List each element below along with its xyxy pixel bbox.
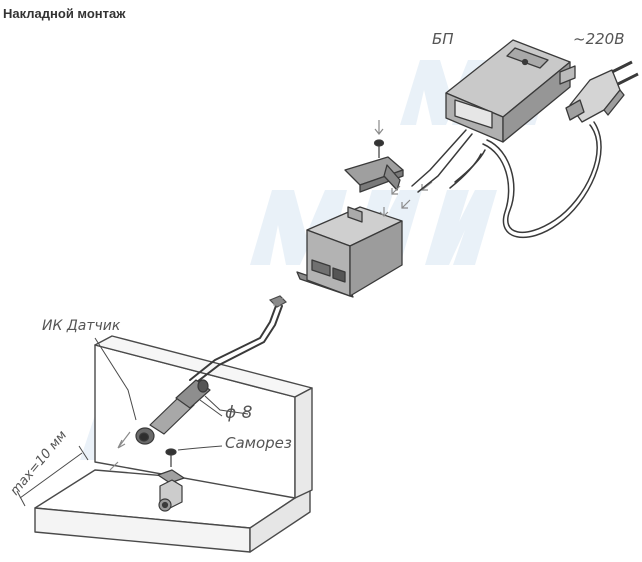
psu-output-wires [411,129,473,193]
max-distance-label: max=10 мм [8,428,71,499]
ir-sensor-label: ИК Датчик [42,318,121,334]
sensor-cable [189,302,283,386]
power-supply-unit [445,39,576,143]
ir-sensor-device [135,379,211,445]
bottom-shelf-side [249,487,311,553]
module-side [349,220,403,297]
page-title: Накладной монтаж [3,6,126,21]
screw-label: Саморез [225,434,292,452]
euro-plug-icon [565,60,639,123]
voltage-label: ~220В [573,30,625,48]
back-panel-side [294,387,313,499]
mounting-screw-icon [165,448,177,467]
power-supply-label: БП [432,30,454,48]
max-distance-dimension [16,445,89,507]
diameter-pointer [199,395,249,417]
sensor-arrow-icon [109,431,131,471]
sensor-label-pointer [94,337,137,421]
psu-side [502,61,571,143]
assembly-arrows [273,120,433,306]
control-module [296,206,403,298]
module-cover [344,156,404,193]
cover-screw-icon [373,139,385,158]
power-cord [449,121,602,239]
screw-label-pointer [177,445,223,451]
mounting-clip-icon [157,469,185,512]
diameter-label: ϕ 8 [225,403,253,423]
